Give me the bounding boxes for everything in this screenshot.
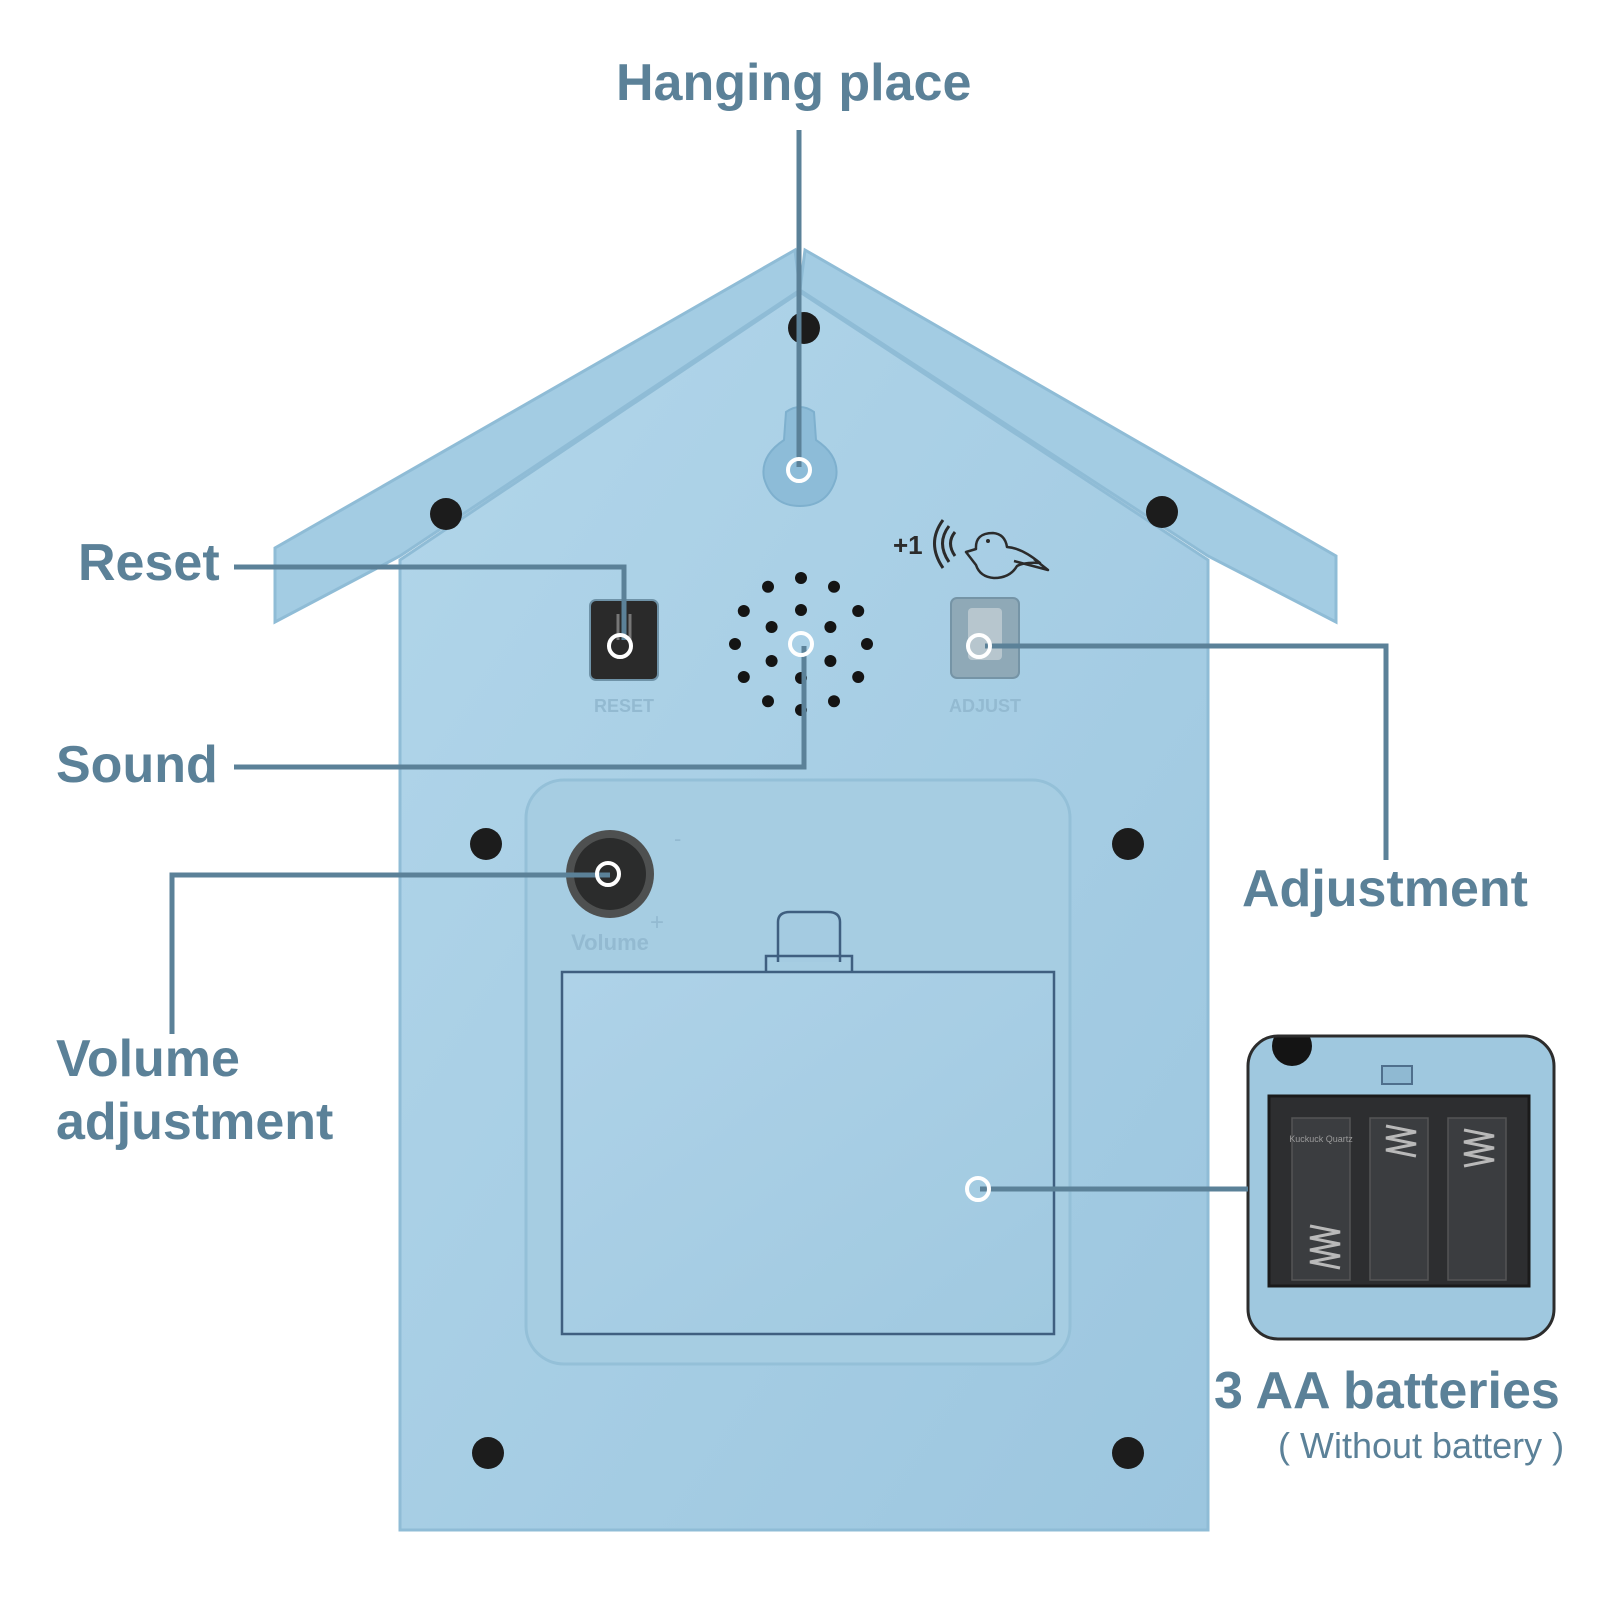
pointer-volume — [595, 861, 621, 887]
speaker-hole — [824, 621, 837, 633]
reset-marking: RESET — [594, 696, 654, 716]
pointer-reset — [607, 633, 633, 659]
bird-icon — [964, 531, 1050, 580]
batteries-note: ( Without battery ) — [1278, 1425, 1565, 1466]
sound-wave-icon — [949, 531, 957, 557]
reset-label: Reset — [78, 534, 220, 592]
sound-wave-icon — [941, 525, 951, 563]
pointer-hanging-place — [786, 457, 812, 483]
pointer-rings — [595, 457, 992, 1202]
screw-hole-right — [1146, 496, 1178, 528]
speaker-hole — [765, 621, 778, 633]
pointer-adjustment — [966, 633, 992, 659]
battery-slot — [1369, 1117, 1429, 1281]
screw-hole-top — [788, 312, 820, 344]
screw-hole-mid-right — [1112, 828, 1144, 860]
speaker-hole — [795, 572, 807, 584]
speaker-hole — [762, 580, 774, 593]
speaker-hole — [737, 605, 750, 617]
battery-lid[interactable] — [560, 970, 1056, 1336]
leader-sound — [234, 646, 807, 770]
speaker-hole — [861, 638, 873, 650]
speaker-hole — [765, 655, 778, 667]
speaker-hole — [737, 671, 750, 683]
screw-hole-mid-left — [470, 828, 502, 860]
pointer-batteries — [965, 1176, 991, 1202]
battery-spring — [1463, 1128, 1495, 1168]
leader-adjustment — [985, 643, 1389, 860]
sound-wave-icon — [933, 519, 945, 569]
volume-minus-marking: - — [674, 826, 681, 851]
screw-hole-bottom-left — [472, 1437, 504, 1469]
speaker-hole — [852, 605, 865, 617]
battery-spring — [1385, 1124, 1417, 1158]
battery-spring — [1309, 1224, 1341, 1270]
speaker-hole — [795, 604, 807, 616]
leader-volume — [169, 872, 610, 1034]
adjustment-label: Adjustment — [1242, 860, 1528, 918]
adjust-marking: ADJUST — [949, 696, 1021, 716]
hanging-place-label: Hanging place — [616, 54, 972, 112]
battery-slot — [1447, 1117, 1507, 1281]
battery-compartment-inset: Kuckuck Quartz — [1246, 1034, 1556, 1341]
volume-label-line1: Volume — [56, 1030, 240, 1088]
speaker-hole — [852, 671, 865, 683]
pointer-sound — [788, 631, 814, 657]
volume-label-line2: adjustment — [56, 1093, 334, 1152]
speaker-hole — [824, 655, 837, 667]
hour-marker: +1 — [893, 530, 923, 560]
volume-plus-marking: + — [650, 909, 664, 936]
inset-lid-tab — [1381, 1065, 1413, 1085]
speaker-hole — [828, 580, 840, 593]
battery-lid-tab[interactable] — [776, 910, 842, 962]
speaker-hole — [762, 695, 774, 708]
sound-label: Sound — [56, 736, 218, 794]
inset-screw-hole — [1272, 1036, 1312, 1066]
volume-adjustment-label: Volume adjustment — [56, 1028, 333, 1155]
volume-marking: Volume — [571, 930, 649, 955]
batteries-label: 3 AA batteries — [1214, 1362, 1560, 1420]
leader-lines — [169, 130, 1389, 1192]
leader-reset — [234, 564, 627, 640]
screw-hole-left — [430, 498, 462, 530]
screw-hole-bottom-right — [1112, 1437, 1144, 1469]
adjustment-switch-lever — [968, 608, 1002, 660]
bird-eye — [986, 539, 990, 543]
speaker-hole — [828, 695, 840, 708]
clock-back-cover: RESET +1 ADJUST - + Volume — [273, 247, 1338, 1532]
compartment-marking: Kuckuck Quartz — [1289, 1134, 1353, 1144]
speaker-hole — [729, 638, 741, 650]
battery-lid-tab-step — [764, 954, 854, 972]
